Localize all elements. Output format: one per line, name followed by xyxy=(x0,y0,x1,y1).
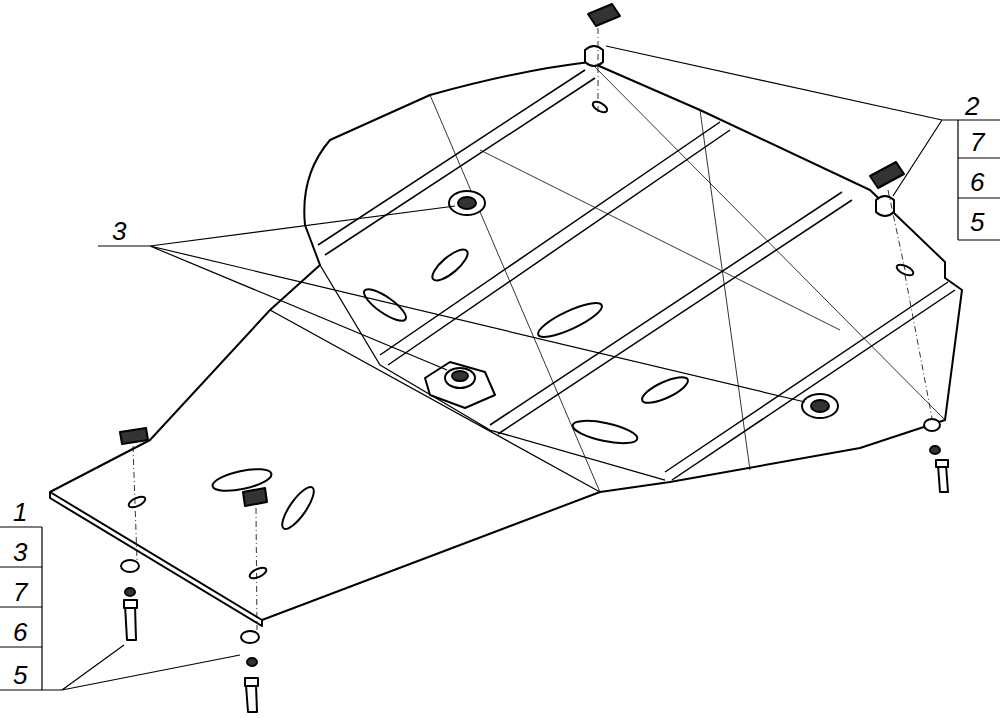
plate-outline xyxy=(50,62,962,620)
slots xyxy=(127,100,915,581)
callout-number: 5 xyxy=(13,662,27,688)
callout-number: 3 xyxy=(13,539,27,565)
callout-number: 5 xyxy=(970,209,984,235)
callout-number: 7 xyxy=(13,579,27,605)
hardware xyxy=(120,4,948,712)
plate-fasteners xyxy=(425,191,838,418)
stiffening-ribs xyxy=(318,70,955,480)
callout-number: 3 xyxy=(112,218,126,244)
bend-lines xyxy=(270,265,665,492)
callout-number: 6 xyxy=(13,619,27,645)
plate-edge xyxy=(50,492,262,626)
callout-number: 6 xyxy=(970,169,984,195)
callout-number: 7 xyxy=(970,129,984,155)
callout-leaders xyxy=(0,46,1000,690)
callout-number: 1 xyxy=(13,499,27,525)
callout-number: 2 xyxy=(965,93,979,119)
construction-lines xyxy=(430,62,945,492)
axis-lines xyxy=(133,28,932,630)
